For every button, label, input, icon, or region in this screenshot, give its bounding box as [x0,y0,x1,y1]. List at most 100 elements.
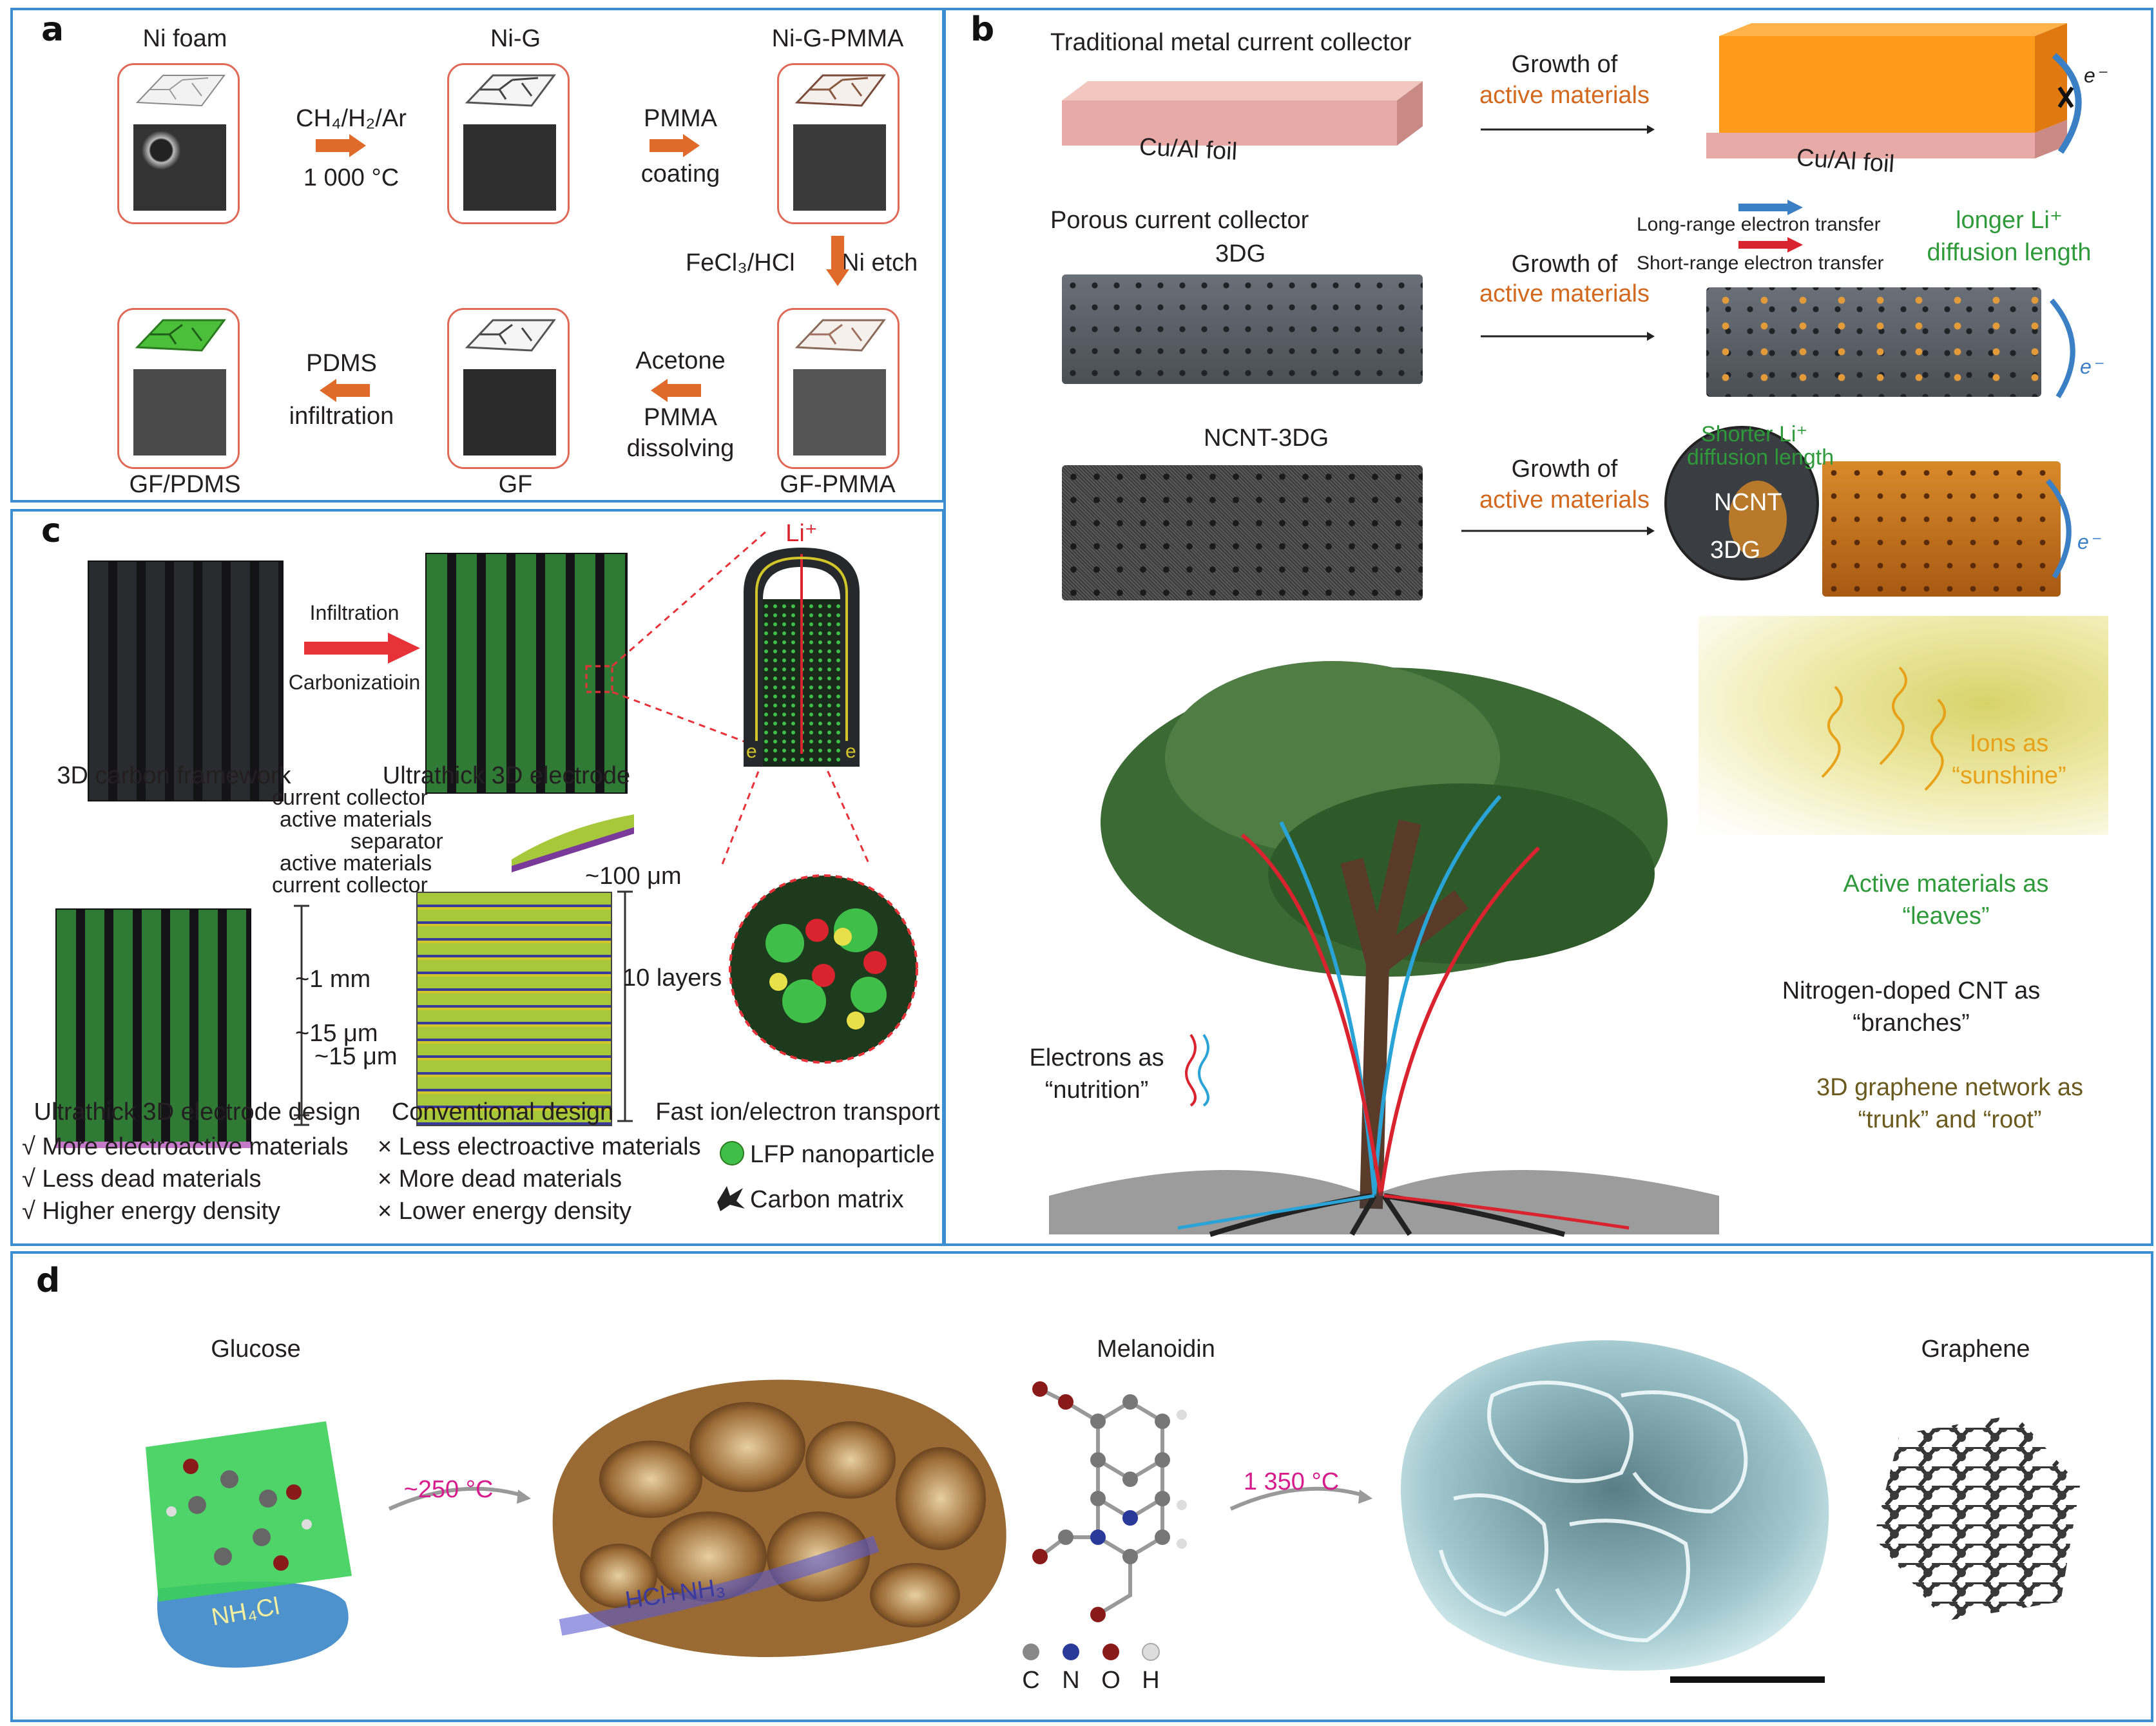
atom-c: C [1022,1667,1040,1694]
e-label-left: e [746,741,757,762]
layer-label-5: current collector [272,873,428,897]
atom-legend [1023,1643,1160,1661]
dim-15um-a: ~15 μm [295,1020,378,1047]
leaves-line1: Active materials as [1843,870,2049,897]
card-gf-pdms [117,308,240,469]
dim-1mm: ~1 mm [295,966,371,993]
cu-foil-slab [1062,81,1423,146]
blocked-electron-icon [2052,53,2082,154]
porous-3dg-active-slab [1706,287,2041,397]
dim-15um-b: ~15 μm [314,1043,398,1070]
arrow-left-icon [320,379,370,402]
graphene-lattice [1874,1415,2080,1621]
e-label-right: e [845,741,856,762]
row3-title: NCNT-3DG [1204,425,1329,452]
arrow-left-icon [651,379,701,402]
card-ni-g [447,63,570,224]
step3-line1: FeCl₃/HCl [686,249,795,276]
design-electrode-block [55,908,251,1148]
panel-d: d Glucose NH₄Cl ~250 °C HCl+NH₃ Melanoid… [10,1251,2153,1722]
node-label-gf: GF [498,471,533,498]
step3-line2: Ni etch [842,249,918,276]
arrow-right-icon [1461,526,1655,535]
pro-1: √ More electroactive materials [22,1133,349,1160]
growth-line2: active materials [1479,82,1650,109]
temp-250: ~250 °C [403,1476,494,1503]
arrow-right-icon [388,1486,531,1511]
mini-stack-icon [512,814,634,872]
sem-image [463,369,556,455]
layer-label-2: active materials [280,807,432,832]
scale-bar [1670,1676,1825,1683]
framework-caption: 3D carbon framework [57,762,291,789]
card-ni-foam [117,63,240,224]
ion-wave-icon [1821,666,1946,791]
carbonization-label: Carbonizatioin [288,671,421,694]
shorter-li-line2: diffusion length [1687,445,1834,470]
arrow-right-icon [1229,1486,1372,1511]
porous-3dg-slab [1062,274,1423,384]
ncnt-label: NCNT [1714,489,1782,516]
panel-c: c 3D carbon framework Infiltration Carbo… [10,509,945,1246]
electrons-line2: “nutrition” [1044,1077,1149,1104]
node-label-ni-foam: Ni foam [142,25,227,52]
step2-line1: PMMA [644,105,717,132]
legend-lfp: LFP nanoparticle [750,1141,935,1168]
cu-foil-label: Cu/Al foil [1139,133,1238,166]
foam-top-icon [135,319,226,352]
lfp-nanoparticle-icon [720,1141,744,1165]
conventional-caption: Conventional design [391,1098,614,1126]
trunk-line2: “trunk” and “root” [1858,1106,2042,1133]
leaves-line2: “leaves” [1902,903,1990,930]
melanoidin-structure [1032,1381,1187,1622]
foam-top-icon [135,75,226,107]
melanoidin-label: Melanoidin [1097,1336,1215,1363]
glucose-label: Glucose [211,1336,301,1363]
electron-label-2: e⁻ [2080,355,2103,378]
electrons-line1: Electrons as [1029,1044,1164,1071]
channel-tube [744,548,860,767]
growth-line1-b: Growth of [1511,251,1618,278]
row2-sub: 3DG [1215,240,1266,267]
node-label-gf-pdms: GF/PDMS [129,471,241,498]
dim-bracket [617,890,633,1122]
atom-h: H [1142,1667,1160,1694]
graphene-label: Graphene [1921,1336,2030,1363]
layer-label-3: separator [351,829,443,854]
panel-b: b Traditional metal current collector Cu… [943,8,2153,1246]
magnified-ncnt-circle [1664,426,1819,580]
foam-top-icon [465,74,556,107]
ions-line2: “sunshine” [1952,762,2066,789]
foam-top-icon [794,319,886,352]
foam-top-icon [465,319,556,352]
panel-label-d: d [36,1261,61,1300]
electron-label-1: e⁻ [2084,64,2106,87]
arrow-right-icon [650,134,700,157]
electron-label-3: e⁻ [2077,530,2100,553]
carbon-framework-block [88,561,284,801]
active-slab [1706,23,2067,158]
trunk-line1: 3D graphene network as [1816,1074,2084,1101]
glucose-molecule [146,1421,352,1668]
long-range-label: Long-range electron transfer [1637,214,1881,235]
step4-line3: dissolving [626,435,735,462]
legend-carbon: Carbon matrix [750,1186,904,1213]
infiltration-label: Infiltration [309,601,399,624]
foam-top-icon [794,74,886,107]
tree-illustration [1049,661,1719,1237]
node-label-ni-g-pmma: Ni-G-PMMA [771,25,904,52]
melanoidin-foam [552,1379,1006,1657]
electron-path-icon [2049,298,2075,399]
arrow-right-icon [1481,332,1655,341]
short-range-label: Short-range electron transfer [1637,253,1884,274]
dg-label: 3DG [1710,537,1761,564]
growth-line1: Growth of [1511,51,1618,78]
ultrathick-caption: Ultrathick 3D electrode [382,762,631,789]
node-label-ni-g: Ni-G [490,25,541,52]
design-caption: Ultrathick 3D electrode design [34,1098,361,1126]
sem-image [133,369,226,455]
step5-line2: infiltration [289,403,394,430]
panel-label-a: a [41,10,64,49]
con-2: × More dead materials [378,1165,622,1193]
conventional-stack [416,892,612,1126]
